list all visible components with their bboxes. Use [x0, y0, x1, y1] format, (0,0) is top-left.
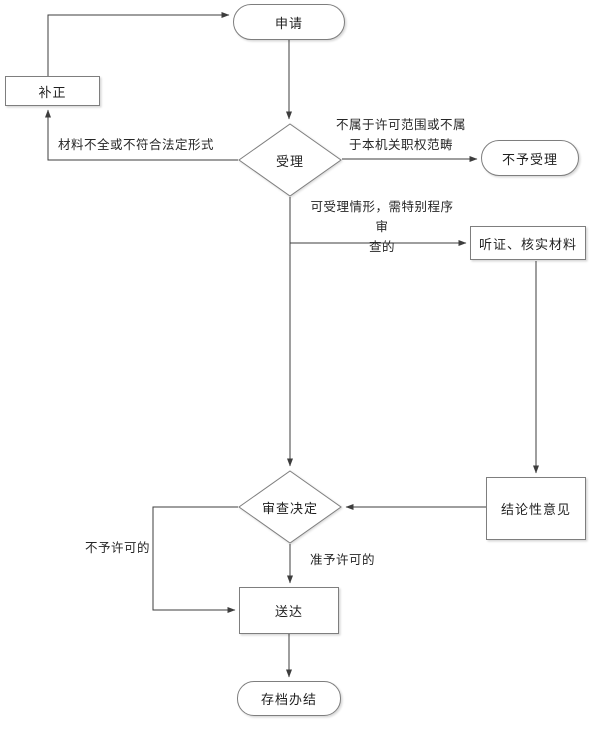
node-archive: 存档办结 — [237, 681, 341, 716]
diamond-shape — [238, 123, 342, 197]
edge-decision-delivery-left — [152, 506, 238, 613]
node-decision-label: 审查决定 — [261, 501, 318, 517]
node-conclusion-label: 结论性意见 — [500, 503, 571, 518]
label-permitted: 准予许可的 — [310, 552, 376, 567]
node-apply-label: 申请 — [274, 16, 303, 32]
node-delivery-label: 送达 — [274, 605, 303, 620]
node-hearing-label: 听证、核实材料 — [478, 237, 577, 253]
node-correction: 补正 — [5, 76, 100, 106]
edge-correction-apply — [47, 12, 230, 76]
node-reject: 不予受理 — [481, 140, 579, 176]
label-special-procedure: 可受理情形，需特别程序审 查的 — [310, 199, 454, 254]
diamond-shape — [238, 470, 342, 544]
node-hearing: 听证、核实材料 — [470, 226, 586, 260]
label-not-permitted: 不予许可的 — [85, 540, 151, 555]
node-accept: 受理 — [238, 123, 342, 197]
label-incomplete: 材料不全或不符合法定形式 — [58, 137, 215, 152]
node-accept-label: 受理 — [275, 154, 304, 170]
node-correction-label: 补正 — [38, 85, 67, 101]
node-decision: 审查决定 — [238, 470, 342, 544]
node-reject-label: 不予受理 — [501, 152, 558, 168]
node-archive-label: 存档办结 — [260, 693, 317, 708]
label-out-of-scope: 不属于许可范围或不属 于本机关职权范畴 — [335, 117, 466, 152]
node-conclusion: 结论性意见 — [486, 477, 586, 540]
node-delivery: 送达 — [239, 587, 339, 634]
node-apply: 申请 — [233, 4, 345, 40]
